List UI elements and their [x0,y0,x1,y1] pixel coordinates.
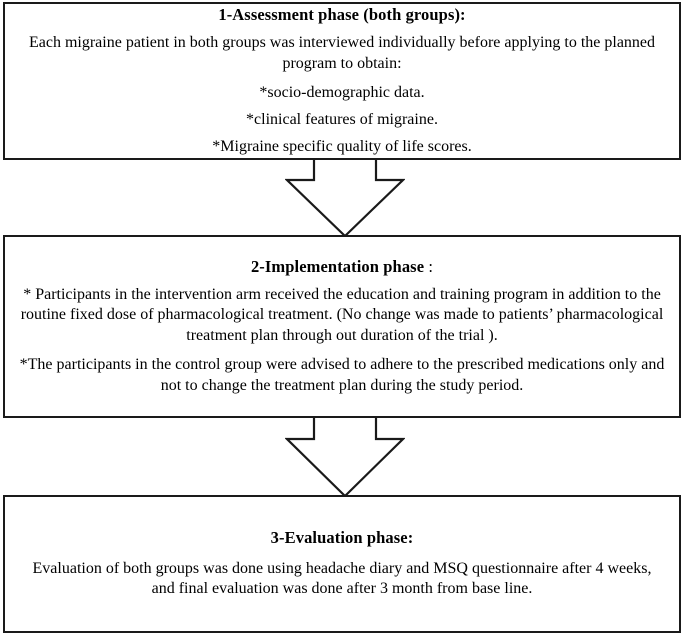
phase-heading-evaluation-text: 3-Evaluation phase: [270,528,414,548]
phase-box-implementation: 2-Implementation phase : * Participants … [3,235,681,418]
phase-paragraph-evaluation-1: Evaluation of both groups was done using… [32,559,652,598]
phase-bullet-assessment-1: *socio-demographic data. [259,84,425,102]
phase-heading-implementation: 2-Implementation phase : [251,257,433,278]
phase-heading-assessment-text: 1-Assessment phase (both groups): [218,4,466,24]
phase-heading-assessment: 1-Assessment phase (both groups): [218,5,465,26]
phase-box-evaluation: 3-Evaluation phase: Evaluation of both g… [3,495,681,633]
phase-paragraph-assessment-intro: Each migraine patient in both groups was… [28,34,656,72]
down-arrow-icon-implementation-to-evaluation [285,416,405,497]
phase-box-assessment: 1-Assessment phase (both groups): Each m… [3,2,681,160]
phase-paragraph-implementation-2: *The participants in the control group w… [19,356,665,394]
phase-bullet-assessment-3: *Migraine specific quality of life score… [212,138,472,156]
phase-bullet-assessment-2: *clinical features of migraine. [246,111,438,129]
phase-paragraph-implementation-1: * Participants in the intervention arm r… [20,285,664,344]
phase-heading-implementation-colon: : [424,257,434,277]
phase-heading-evaluation: 3-Evaluation phase: [271,528,414,549]
down-arrow-icon-assessment-to-implementation [285,158,405,237]
phase-heading-implementation-text: 2-Implementation phase [250,257,425,277]
